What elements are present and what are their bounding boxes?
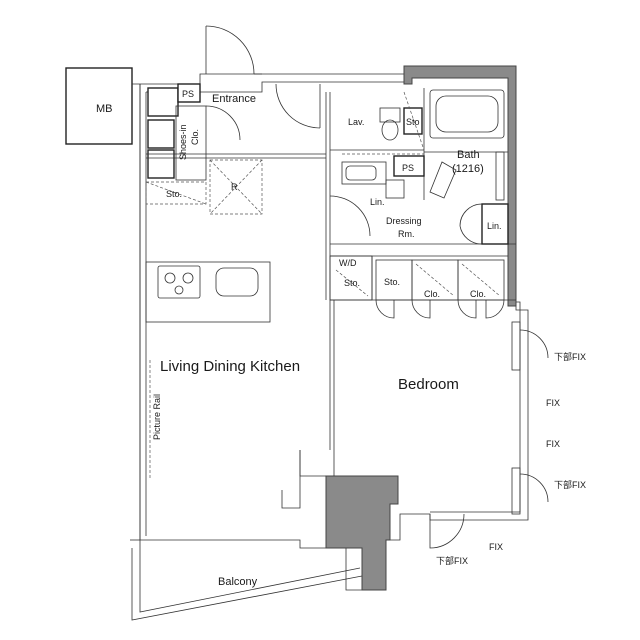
wd-area	[329, 255, 373, 301]
label-clo1: Clo.	[424, 289, 440, 299]
label-ps-top: PS	[182, 89, 194, 99]
label-wd: W/D	[339, 258, 357, 268]
label-lav: Lav.	[348, 117, 364, 127]
label-lin-small: Lin.	[370, 197, 385, 207]
label-ps-bath: PS	[402, 163, 414, 173]
label-dressing-rm: Rm.	[398, 229, 415, 239]
r-box	[209, 159, 263, 215]
mb-box	[65, 67, 133, 145]
washbasin	[341, 153, 425, 199]
label-sto-wd: Sto.	[344, 278, 360, 288]
label-clo-vertical: Clo.	[190, 129, 200, 145]
toilet	[379, 91, 425, 151]
interior-walls	[146, 88, 516, 301]
label-mb: MB	[96, 103, 113, 115]
solid-right-wall	[403, 65, 517, 307]
entrance-door[interactable]	[205, 25, 262, 75]
label-lin-right: Lin.	[487, 221, 502, 231]
kitchen-counter	[145, 261, 271, 323]
bathtub	[424, 89, 508, 201]
shoes-closet-area	[145, 83, 241, 205]
label-clo2: Clo.	[470, 289, 486, 299]
label-dressing: Dressing	[386, 216, 422, 226]
label-entrance: Entrance	[212, 93, 256, 105]
label-bath: Bath	[457, 149, 480, 161]
solid-column	[325, 475, 399, 591]
label-fix-2: FIX	[546, 439, 560, 449]
bedroom-window-door[interactable]	[429, 513, 465, 549]
label-sto-bed: Sto.	[384, 277, 400, 287]
label-sto-left: Sto.	[166, 189, 182, 199]
label-balcony: Balcony	[218, 576, 258, 588]
balcony	[130, 539, 363, 621]
label-ldk: Living Dining Kitchen	[160, 358, 300, 375]
linen-closet	[459, 203, 509, 245]
right-windows[interactable]	[511, 321, 549, 515]
dressing-door[interactable]	[329, 195, 371, 237]
label-fix-lower-bottom: 下部FIX	[436, 555, 468, 566]
exterior-walls	[65, 65, 529, 591]
label-picture-rail: Picture Rail	[152, 394, 162, 440]
label-fix-bottom: FIX	[489, 542, 503, 552]
label-fix-1: FIX	[546, 398, 560, 408]
bedroom-closets	[375, 259, 505, 319]
label-fix-lower-1: 下部FIX	[554, 351, 586, 362]
partition	[149, 300, 335, 509]
label-bedroom: Bedroom	[398, 376, 459, 393]
label-fix-lower-2: 下部FIX	[554, 479, 586, 490]
label-shoes-in: Shoes-in	[178, 124, 188, 160]
room-labels: MB PS Entrance Shoes-in Clo. Sto. R Lav.…	[96, 89, 502, 588]
label-bath-size: (1216)	[452, 163, 484, 175]
label-r: R	[231, 182, 238, 192]
label-sto-lav: Sto	[406, 117, 420, 127]
hall-door[interactable]	[275, 83, 321, 129]
window-labels: 下部FIX FIX FIX 下部FIX FIX 下部FIX	[436, 351, 586, 566]
